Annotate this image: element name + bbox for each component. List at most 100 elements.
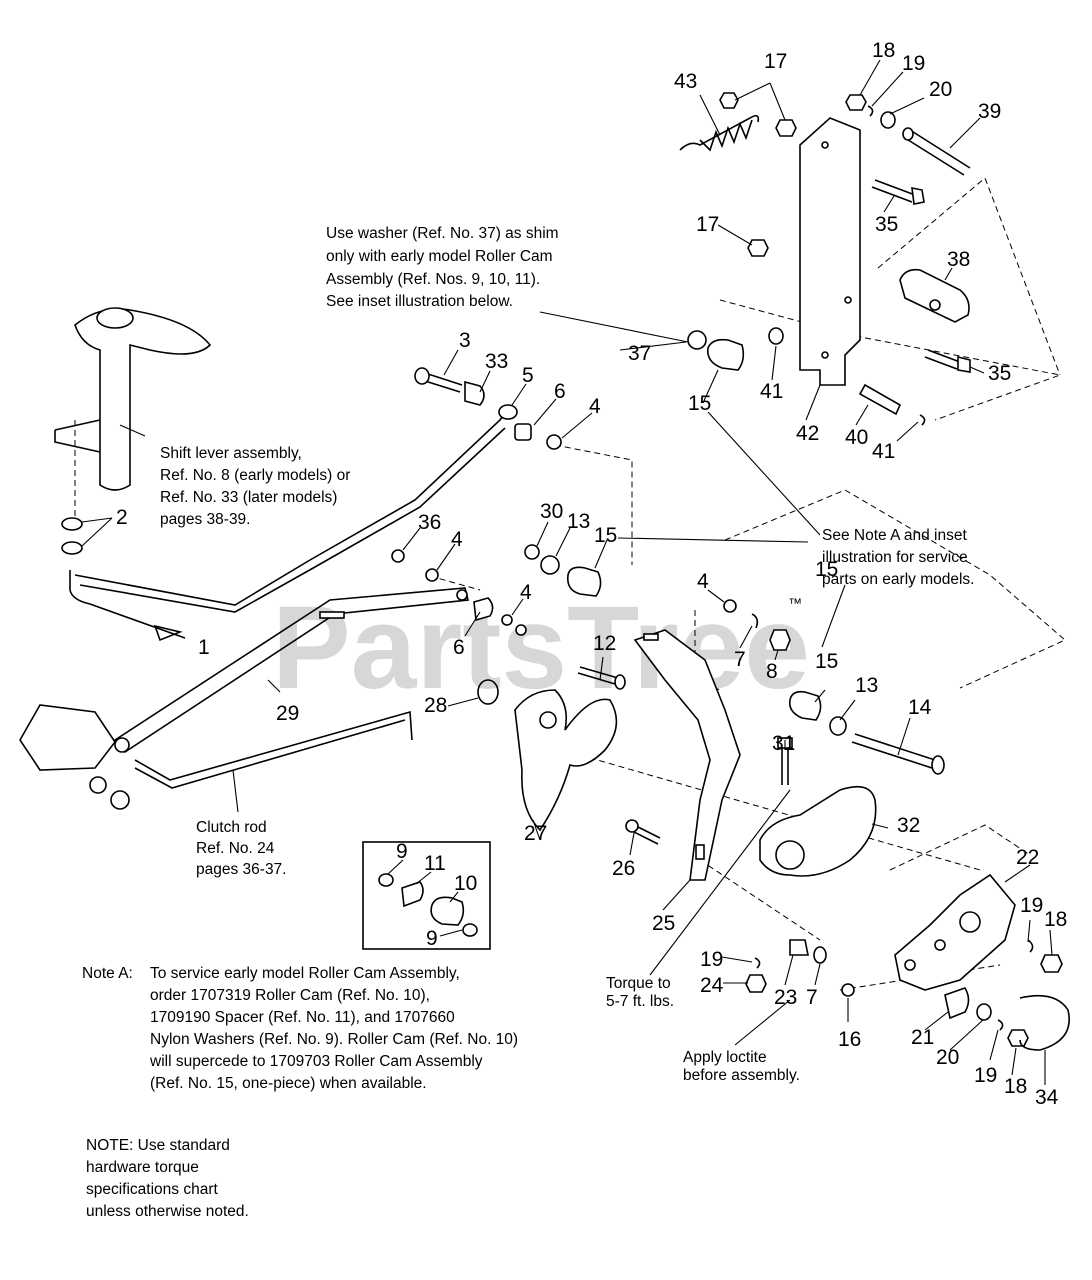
- note-washer-shim: Use washer (Ref. No. 37) as shim only wi…: [326, 225, 559, 310]
- note-clutch-rod: Clutch rod Ref. No. 24 pages 36-37.: [196, 819, 287, 878]
- svg-text:1709190 Spacer (Ref. No. 11),: 1709190 Spacer (Ref. No. 11), and 170766…: [150, 1009, 455, 1026]
- ref-8: 8: [766, 660, 778, 683]
- svg-text:pages 36-37.: pages 36-37.: [196, 861, 287, 878]
- svg-text:Apply loctite: Apply loctite: [683, 1049, 767, 1066]
- ref-28: 28: [424, 694, 447, 717]
- ref-15: 15: [688, 392, 711, 415]
- watermark-trademark: ™: [788, 595, 802, 611]
- ref-9: 9: [396, 840, 408, 863]
- ref-10: 10: [454, 872, 477, 895]
- ref-19: 19: [1020, 894, 1043, 917]
- note-torque: Torque to 5-7 ft. lbs.: [606, 975, 674, 1010]
- svg-text:See Note A and inset: See Note A and inset: [822, 527, 967, 544]
- ref-42: 42: [796, 422, 819, 445]
- svg-text:illustration for service: illustration for service: [822, 549, 968, 566]
- ref-38: 38: [947, 248, 970, 271]
- ref-35: 35: [988, 362, 1011, 385]
- svg-text:(Ref. No. 15, one-piece) when: (Ref. No. 15, one-piece) when available.: [150, 1075, 427, 1092]
- svg-text:unless otherwise noted.: unless otherwise noted.: [86, 1203, 249, 1220]
- ref-6: 6: [453, 636, 465, 659]
- svg-text:parts on early models.: parts on early models.: [822, 571, 975, 588]
- svg-text:before assembly.: before assembly.: [683, 1067, 800, 1084]
- ref-43: 43: [674, 70, 697, 93]
- svg-text:will supercede to 1709703 Roll: will supercede to 1709703 Roller Cam Ass…: [149, 1053, 483, 1070]
- svg-text:Torque to: Torque to: [606, 975, 671, 992]
- note-see-note-a: See Note A and inset illustration for se…: [822, 527, 975, 588]
- ref-4: 4: [589, 395, 601, 418]
- svg-text:Note A:: Note A:: [82, 965, 133, 982]
- ref-22: 22: [1016, 846, 1039, 869]
- ref-32: 32: [897, 814, 920, 837]
- ref-39: 39: [978, 100, 1001, 123]
- svg-text:To service early model Roller: To service early model Roller Cam Assemb…: [150, 965, 460, 982]
- ref-18: 18: [1004, 1075, 1027, 1098]
- svg-text:specifications chart: specifications chart: [86, 1181, 219, 1198]
- ref-34: 34: [1035, 1086, 1059, 1109]
- ref-3: 3: [459, 329, 471, 352]
- ref-33: 33: [485, 350, 508, 373]
- ref-36: 36: [418, 511, 441, 534]
- ref-25: 25: [652, 912, 675, 935]
- ref-41: 41: [872, 440, 895, 463]
- ref-14: 14: [908, 696, 932, 719]
- alignment-lines: [74, 177, 1066, 991]
- ref-15: 15: [815, 650, 838, 673]
- svg-text:Ref. No. 24: Ref. No. 24: [196, 840, 275, 857]
- svg-text:Ref. No. 33 (later models): Ref. No. 33 (later models): [160, 489, 337, 506]
- svg-text:See inset illustration below.: See inset illustration below.: [326, 293, 513, 310]
- svg-text:order 1707319 Roller Cam (Ref.: order 1707319 Roller Cam (Ref. No. 10),: [150, 987, 430, 1004]
- ref-31: 31: [772, 732, 795, 755]
- svg-text:Use washer (Ref. No. 37) as sh: Use washer (Ref. No. 37) as shim: [326, 225, 559, 242]
- ref-24: 24: [700, 974, 724, 997]
- ref-21: 21: [911, 1026, 934, 1049]
- ref-7: 7: [734, 648, 746, 671]
- note-shift-lever: Shift lever assembly, Ref. No. 8 (early …: [160, 445, 350, 528]
- ref-19: 19: [700, 948, 723, 971]
- svg-text:Assembly (Ref. Nos. 9, 10, 11): Assembly (Ref. Nos. 9, 10, 11).: [326, 271, 540, 288]
- ref-40: 40: [845, 426, 868, 449]
- svg-text:Nylon Washers (Ref. No. 9). R: Nylon Washers (Ref. No. 9). Roller Cam (…: [150, 1031, 518, 1048]
- ref-4: 4: [697, 570, 709, 593]
- ref-4: 4: [451, 528, 463, 551]
- ref-7: 7: [806, 986, 818, 1009]
- ref-26: 26: [612, 857, 635, 880]
- ref-23: 23: [774, 986, 797, 1009]
- ref-18: 18: [1044, 908, 1067, 931]
- note-loctite: Apply loctite before assembly.: [683, 1049, 800, 1084]
- svg-text:only with early model Roller C: only with early model Roller Cam: [326, 248, 553, 265]
- ref-9: 9: [426, 927, 438, 950]
- ref-35: 35: [875, 213, 898, 236]
- svg-text:Clutch rod: Clutch rod: [196, 819, 267, 836]
- ref-11: 11: [424, 852, 446, 875]
- svg-text:Shift lever assembly,: Shift lever assembly,: [160, 445, 302, 462]
- ref-15: 15: [815, 558, 838, 581]
- ref-18: 18: [872, 39, 895, 62]
- ref-5: 5: [522, 364, 534, 387]
- ref-1: 1: [198, 636, 210, 659]
- ref-13: 13: [855, 674, 878, 697]
- reference-numbers: 1 2 3 33 5 6 4 36 4 4 6 30 13 15 29 28 2…: [116, 39, 1067, 1109]
- ref-13: 13: [567, 510, 590, 533]
- ref-12: 12: [593, 632, 616, 655]
- ref-17: 17: [764, 50, 787, 73]
- svg-text:hardware torque: hardware torque: [86, 1159, 199, 1176]
- ref-27: 27: [524, 822, 547, 845]
- svg-text:pages 38-39.: pages 38-39.: [160, 511, 251, 528]
- ref-16: 16: [838, 1028, 861, 1051]
- note-a: Note A: To service early model Roller Ca…: [82, 965, 518, 1092]
- part-drawings: [19, 92, 1070, 1051]
- ref-41: 41: [760, 380, 783, 403]
- ref-20: 20: [936, 1046, 959, 1069]
- note-standard-torque: NOTE: Use standard hardware torque speci…: [86, 1137, 249, 1220]
- ref-30: 30: [540, 500, 563, 523]
- svg-text:NOTE: Use standard: NOTE: Use standard: [86, 1137, 230, 1154]
- ref-37: 37: [628, 342, 651, 365]
- ref-15: 15: [594, 524, 617, 547]
- ref-6: 6: [554, 380, 566, 403]
- ref-20: 20: [929, 78, 952, 101]
- svg-text:5-7 ft. lbs.: 5-7 ft. lbs.: [606, 993, 674, 1010]
- leader-lines: [81, 59, 1053, 1085]
- ref-19: 19: [902, 52, 925, 75]
- ref-17: 17: [696, 213, 719, 236]
